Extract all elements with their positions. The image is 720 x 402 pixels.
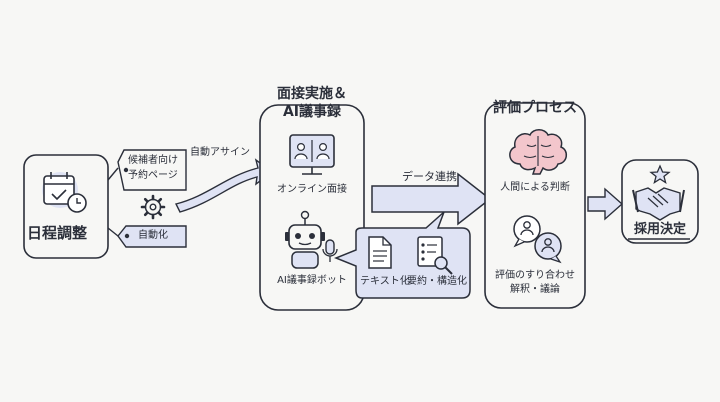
evaluation-title: 評価プロセス (493, 100, 577, 116)
calendar-clock-icon (42, 172, 87, 213)
checklist-search-icon (417, 236, 453, 275)
bot-label: AI議事録ボット (277, 275, 347, 286)
interview-title-line1: 面接実施＆ (277, 86, 347, 102)
arrow-to-hire (587, 187, 624, 221)
discussion-icon (513, 215, 562, 264)
monitor-video-icon (289, 134, 335, 175)
text-conversion-label: テキスト化 (360, 276, 410, 287)
hire-title: 採用決定 (633, 222, 686, 237)
auto-assign-label: 自動アサイン (190, 147, 250, 158)
interview-title-line2: AI議事録 (282, 104, 342, 120)
discussion-line1: 評価のすり合わせ (495, 270, 575, 281)
online-interview-label: オンライン面接 (277, 184, 347, 195)
summary-label: 要約・構造化 (407, 276, 467, 287)
document-icon (368, 236, 392, 269)
arrow-data-link (371, 172, 492, 226)
booking-tag-line2: 予約ページ (128, 170, 178, 181)
arrow-auto-assign (174, 158, 274, 213)
brain-icon (509, 129, 567, 175)
discussion-line2: 解釈・議論 (510, 284, 560, 295)
microphone-icon (322, 239, 338, 262)
booking-tag-line1: 候補者向け (128, 155, 178, 166)
booking-tag (117, 149, 187, 191)
human-judgment-label: 人間による判断 (500, 182, 570, 193)
star-icon (649, 164, 671, 185)
gear-icon (140, 194, 166, 220)
automation-tag (117, 225, 187, 248)
scheduling-title: 日程調整 (27, 224, 88, 242)
handshake-icon (632, 187, 685, 221)
data-link-label: データ連携 (402, 170, 457, 183)
speech-bubble (333, 211, 471, 299)
robot-icon (285, 210, 325, 269)
automation-tag-label: 自動化 (138, 230, 168, 241)
